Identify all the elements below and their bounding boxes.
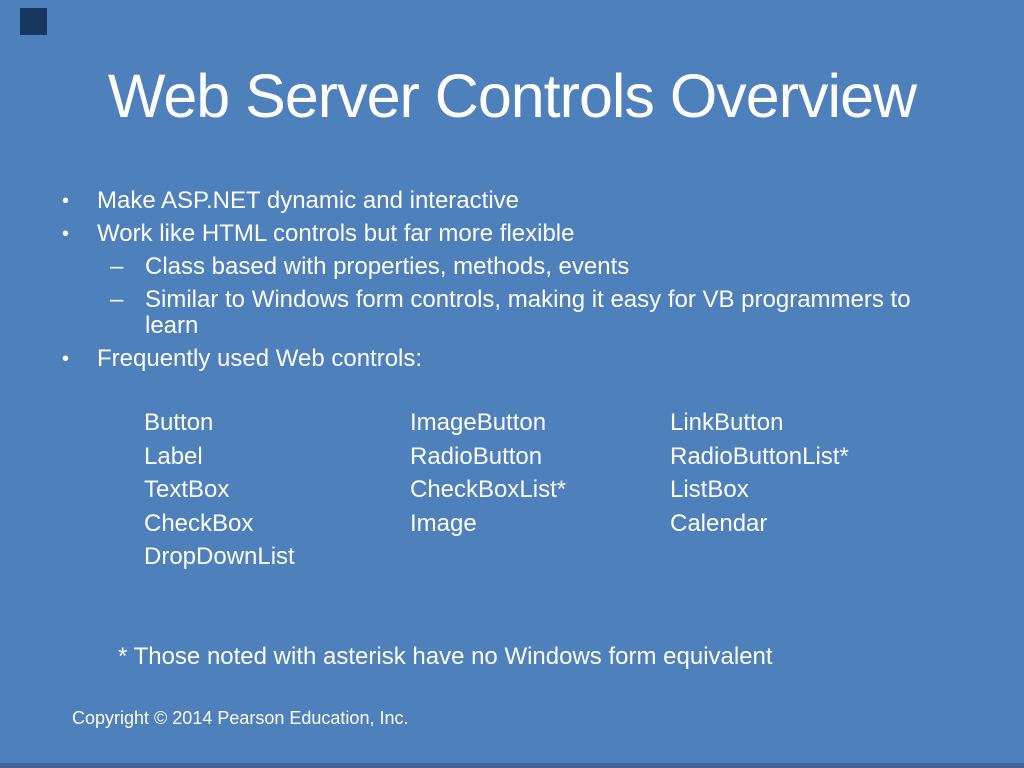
control-name: DropDownList xyxy=(144,543,295,570)
control-name: Image xyxy=(410,509,477,537)
controls-column: LinkButton RadioButtonList* ListBox Cale… xyxy=(670,406,849,574)
sub-bullet-text: Similar to Windows form controls, making… xyxy=(145,286,911,339)
bullet-dot-marker: • xyxy=(62,223,70,245)
controls-column: Button Label TextBox CheckBox DropDownLi… xyxy=(144,406,410,574)
control-name: Button xyxy=(144,409,214,436)
bullet-dot-marker: • xyxy=(62,190,70,212)
bullet-dash-marker: – xyxy=(110,253,124,280)
control-name: CheckBox xyxy=(144,509,254,537)
control-name: LinkButton xyxy=(670,409,784,436)
sub-bullet-item: – Similar to Windows form controls, maki… xyxy=(0,287,1024,339)
bullet-dot-marker: • xyxy=(62,348,70,370)
bullet-text: Make ASP.NET dynamic and interactive xyxy=(97,187,519,214)
sub-bullet-item: – Class based with properties, methods, … xyxy=(0,254,1024,280)
asterisk-footnote: * Those noted with asterisk have no Wind… xyxy=(118,643,773,670)
corner-accent-square xyxy=(20,8,47,35)
control-name: ImageButton xyxy=(410,409,547,436)
bullet-item: • Work like HTML controls but far more f… xyxy=(0,221,1024,247)
control-name: ListBox xyxy=(670,476,749,503)
sub-bullet-text: Class based with properties, methods, ev… xyxy=(145,253,630,280)
control-name: Calendar xyxy=(670,509,768,537)
bullet-item: • Make ASP.NET dynamic and interactive xyxy=(0,188,1024,214)
controls-column: ImageButton RadioButton CheckBoxList* Im… xyxy=(410,406,670,574)
controls-table: Button Label TextBox CheckBox DropDownLi… xyxy=(144,406,849,574)
bullet-list: • Make ASP.NET dynamic and interactive •… xyxy=(0,188,1024,379)
bullet-item: • Frequently used Web controls: xyxy=(0,346,1024,372)
slide-title: Web Server Controls Overview xyxy=(107,62,917,130)
control-name: RadioButtonList* xyxy=(670,442,849,470)
control-name: CheckBoxList* xyxy=(410,476,567,503)
control-name: Label xyxy=(144,442,203,470)
bullet-text: Frequently used Web controls: xyxy=(97,345,423,372)
control-name: RadioButton xyxy=(410,442,543,470)
control-name: TextBox xyxy=(144,476,230,503)
bullet-text: Work like HTML controls but far more fle… xyxy=(97,220,575,247)
bottom-edge-strip xyxy=(0,763,1024,768)
bullet-dash-marker: – xyxy=(110,286,124,313)
copyright-notice: Copyright © 2014 Pearson Education, Inc. xyxy=(72,708,409,728)
